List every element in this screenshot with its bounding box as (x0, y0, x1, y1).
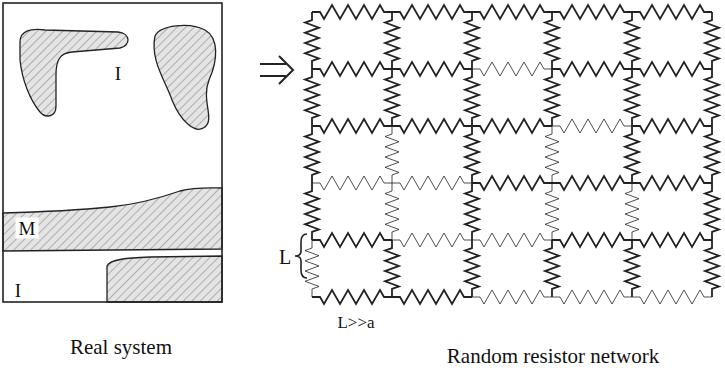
resistor-symbol (545, 240, 559, 297)
resistor-symbol (465, 183, 479, 240)
resistor-symbol (465, 12, 479, 69)
implies-arrow (260, 56, 293, 84)
resistor-symbol (552, 62, 632, 76)
resistor-symbol (472, 176, 552, 190)
resistor-symbol (385, 183, 399, 240)
resistor-symbol (625, 240, 639, 297)
resistor-symbol (552, 290, 632, 304)
resistor-network (305, 5, 719, 304)
resistor-symbol (385, 12, 399, 69)
caption-label: Random resistor network (447, 346, 659, 367)
sample-frame (3, 3, 222, 302)
metal-cluster (20, 29, 128, 116)
resistor-symbol (312, 290, 392, 304)
resistor-symbol (552, 5, 632, 19)
resistor-symbol (552, 176, 632, 190)
resistor-symbol (305, 12, 319, 69)
resistor-symbol (392, 5, 472, 19)
resistor-symbol (705, 183, 719, 240)
metal-cluster (154, 25, 216, 129)
resistor-symbol (305, 69, 319, 126)
resistor-symbol (545, 183, 559, 240)
resistor-symbol (305, 183, 319, 240)
resistor-symbol (392, 62, 472, 76)
resistor-symbol (552, 233, 632, 247)
metal-band (3, 188, 222, 251)
length-label: L (279, 247, 291, 267)
resistor-symbol (472, 233, 552, 247)
resistor-symbol (705, 12, 719, 69)
resistor-symbol (385, 240, 399, 297)
resistor-symbol (632, 290, 712, 304)
resistor-symbol (472, 62, 552, 76)
scale-condition: L>>a (337, 314, 374, 331)
resistor-symbol (552, 119, 632, 133)
resistor-symbol (545, 69, 559, 126)
resistor-symbol (625, 69, 639, 126)
resistor-symbol (465, 126, 479, 183)
resistor-symbol (632, 119, 712, 133)
phase-label: I (115, 64, 121, 83)
resistor-symbol (472, 5, 552, 19)
resistor-symbol (392, 233, 472, 247)
metal-region (107, 256, 222, 302)
caption-label: Real system (70, 337, 172, 358)
resistor-symbol (385, 69, 399, 126)
resistor-symbol (392, 290, 472, 304)
resistor-symbol (632, 5, 712, 19)
resistor-symbol (472, 290, 552, 304)
resistor-symbol (305, 126, 319, 183)
resistor-symbol (705, 126, 719, 183)
resistor-symbol (312, 5, 392, 19)
resistor-symbol (632, 176, 712, 190)
resistor-symbol (465, 69, 479, 126)
phase-label: I (15, 281, 21, 300)
resistor-symbol (312, 119, 392, 133)
resistor-symbol (472, 119, 552, 133)
resistor-symbol (465, 240, 479, 297)
resistor-symbol (312, 62, 392, 76)
resistor-symbol (705, 69, 719, 126)
resistor-symbol (705, 240, 719, 297)
resistor-symbol (632, 233, 712, 247)
resistor-symbol (632, 62, 712, 76)
real-system (3, 3, 222, 302)
resistor-symbol (545, 126, 559, 183)
phase-label: M (16, 218, 39, 239)
resistor-symbol (385, 126, 399, 183)
resistor-symbol (392, 176, 472, 190)
resistor-symbol (392, 119, 472, 133)
resistor-symbol (625, 183, 639, 240)
resistor-symbol (625, 126, 639, 183)
resistor-symbol (312, 176, 392, 190)
resistor-symbol (312, 233, 392, 247)
resistor-symbol (305, 240, 319, 297)
resistor-symbol (625, 12, 639, 69)
resistor-symbol (545, 12, 559, 69)
